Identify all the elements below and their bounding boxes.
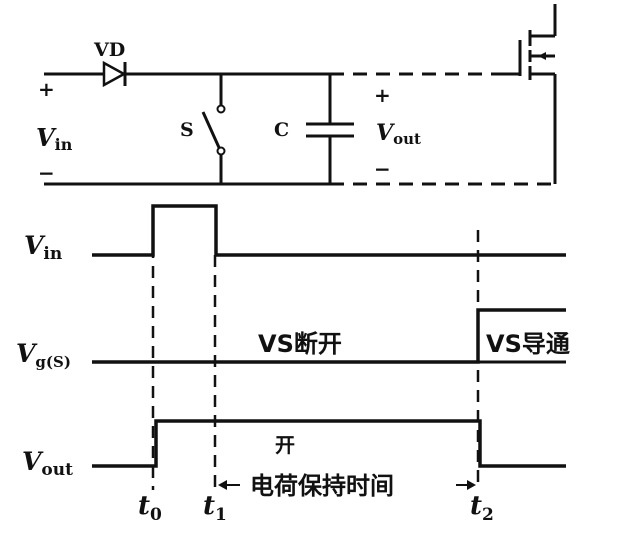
switch-label: S bbox=[180, 119, 194, 141]
vin-circuit-label: Vin bbox=[36, 123, 73, 154]
vout-waveform bbox=[92, 419, 566, 468]
vin-minus: − bbox=[38, 161, 55, 185]
switch-contact-bottom bbox=[216, 146, 226, 156]
switch-contact-top bbox=[216, 104, 226, 114]
vg-wave-label: Vg(S) bbox=[16, 339, 71, 371]
hold-arrow-right-head bbox=[467, 480, 476, 490]
vout-plus: + bbox=[374, 83, 391, 107]
vout-minus: − bbox=[374, 157, 391, 181]
capacitor-label: C bbox=[274, 119, 289, 141]
diode-symbol bbox=[102, 60, 127, 88]
switch-blade bbox=[201, 111, 223, 153]
vs-off-text: VS断开 bbox=[258, 330, 342, 358]
t0-label: t0 bbox=[138, 491, 162, 525]
vout-wave-label: Vout bbox=[22, 447, 73, 480]
t1-label: t1 bbox=[203, 491, 227, 525]
open-text: 开 bbox=[275, 433, 295, 457]
hold-arrow-left-head bbox=[218, 480, 227, 490]
vs-on-text: VS导通 bbox=[486, 330, 570, 358]
vin-wave-label: Vin bbox=[24, 231, 62, 264]
hold-time-text: 电荷保持时间 bbox=[250, 472, 394, 500]
vin-waveform bbox=[92, 204, 566, 257]
diode-label: VD bbox=[93, 39, 125, 61]
t2-label: t2 bbox=[470, 491, 494, 525]
vout-circuit-label: Vout bbox=[376, 120, 421, 148]
vin-plus: + bbox=[38, 77, 55, 101]
mosfet-arrow bbox=[538, 52, 546, 60]
